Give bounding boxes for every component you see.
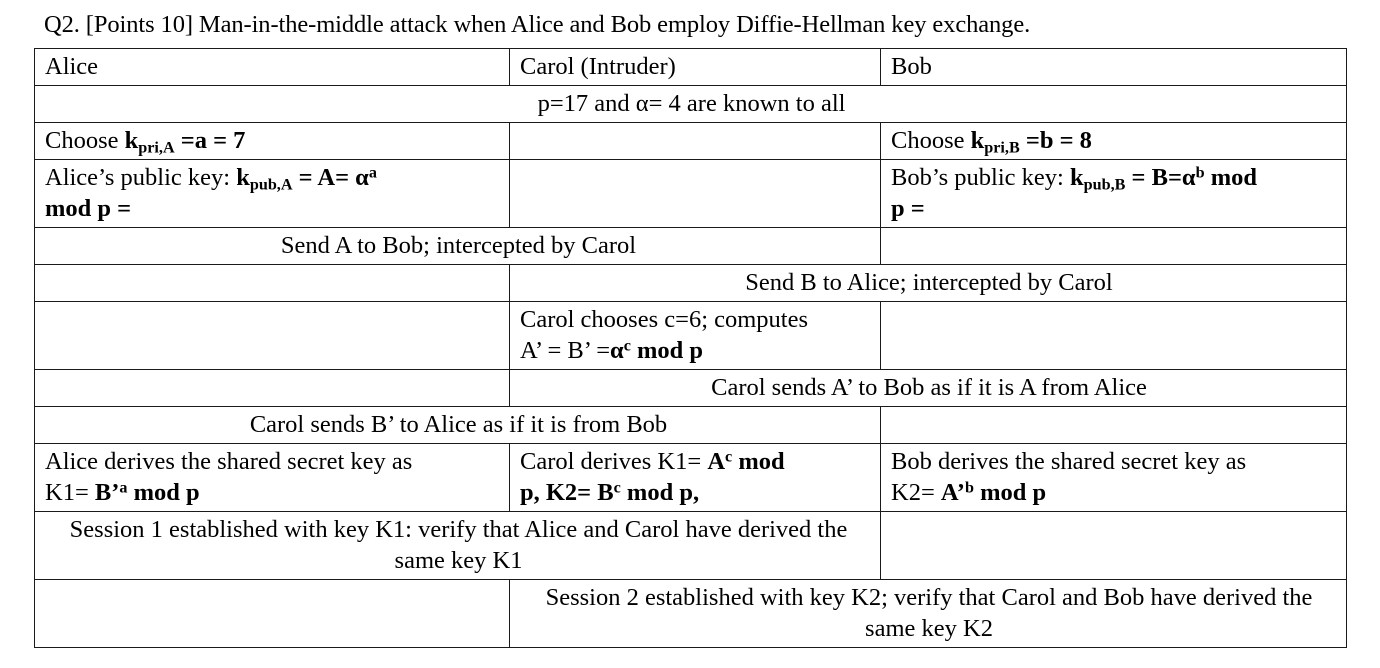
carol-computes-prefix: A’ = B’ = — [520, 337, 611, 364]
cell-session-1-bob-empty — [880, 511, 1347, 580]
cell-alice-public-key: Alice’s public key: kpub,A = A= αa mod p … — [34, 159, 510, 228]
alice-derives-line1: Alice derives the shared secret key as — [45, 448, 413, 475]
cell-send-b-to-alice: Send B to Alice; intercepted by Carol — [509, 264, 1347, 302]
bob-pubkey-line2: p = — [891, 195, 925, 222]
table-row-header: Alice Carol (Intruder) Bob — [34, 48, 1347, 86]
carol-computes-line1: Carol chooses c=6; computes — [520, 306, 809, 333]
table-row-session-2: Session 2 established with key K2; verif… — [34, 579, 1347, 648]
alice-pubkey-exponent: a — [368, 164, 377, 182]
bob-choose-prefix: Choose — [891, 127, 971, 154]
cell-carol-computes: Carol chooses c=6; computes A’ = B’ =αc m… — [509, 301, 881, 370]
table-row-send-a: Send A to Bob; intercepted by Carol — [34, 227, 1347, 265]
bob-k-symbol: k — [970, 127, 985, 154]
carol-computes-tail: mod p — [630, 337, 704, 364]
table-row-carol-chooses: Carol chooses c=6; computes A’ = B’ =αc m… — [34, 301, 1347, 370]
alice-derives-base: B’ — [94, 479, 120, 506]
cell-session-1: Session 1 established with key K1: verif… — [34, 511, 881, 580]
carol-derives-tail-2: mod p, — [620, 479, 700, 506]
table-row-public-params: p=17 and α= 4 are known to all — [34, 85, 1347, 123]
cell-session-2-alice-empty — [34, 579, 510, 648]
bob-derives-line1: Bob derives the shared secret key as — [891, 448, 1247, 475]
bob-pubkey-k: k — [1069, 164, 1084, 191]
bob-derives-prefix: K2= — [891, 479, 941, 506]
cell-carol-public-key-empty — [509, 159, 881, 228]
alice-derives-exponent: a — [119, 479, 128, 497]
alice-derives-tail: mod p — [127, 479, 200, 506]
table-row-carol-sends-a: Carol sends A’ to Bob as if it is A from… — [34, 369, 1347, 407]
alice-pubkey-subscript: pub,A — [249, 176, 293, 194]
alice-choose-prefix: Choose — [45, 127, 125, 154]
cell-send-a-bob-empty — [880, 227, 1347, 265]
bob-pubkey-exponent: b — [1195, 164, 1205, 182]
cell-bob-public-key: Bob’s public key: kpub,B = B=αb mod p = — [880, 159, 1347, 228]
bob-derives-exponent: b — [964, 479, 974, 497]
carol-computes-alpha: α — [610, 337, 624, 364]
cell-carol-chooses-alice-empty — [34, 301, 510, 370]
bob-derives-base: A’ — [940, 479, 965, 506]
alice-pubkey-alpha: α — [355, 164, 369, 191]
cell-bob-private-key: Choose kpri,B =b = 8 — [880, 122, 1347, 160]
alice-k-subscript: pri,A — [138, 139, 175, 157]
cell-carol-private-key-empty — [509, 122, 881, 160]
bob-derives-tail: mod p — [973, 479, 1047, 506]
alice-pubkey-k: k — [236, 164, 250, 191]
carol-derives-tail-1: mod — [732, 448, 785, 475]
table-row-session-1: Session 1 established with key K1: verif… — [34, 511, 1347, 580]
cell-alice-derives: Alice derives the shared secret key as K1… — [34, 443, 510, 512]
carol-derives-prefix-2: p, K2= — [520, 479, 598, 506]
alice-derives-prefix: K1= — [45, 479, 95, 506]
bob-pubkey-subscript: pub,B — [1083, 176, 1126, 194]
carol-derives-prefix: Carol derives K1= — [520, 448, 708, 475]
cell-carol-chooses-bob-empty — [880, 301, 1347, 370]
cell-public-parameters: p=17 and α= 4 are known to all — [34, 85, 1347, 123]
cell-send-b-alice-empty — [34, 264, 510, 302]
alice-choose-tail: =a = 7 — [174, 127, 246, 154]
mitm-diffie-hellman-table: Alice Carol (Intruder) Bob p=17 and α= 4… — [34, 48, 1347, 648]
cell-send-a-to-bob: Send A to Bob; intercepted by Carol — [34, 227, 881, 265]
bob-pubkey-alpha: α — [1181, 164, 1196, 191]
question-heading: Q2. [Points 10] Man-in-the-middle attack… — [44, 11, 1031, 38]
carol-derives-exponent-2: c — [613, 479, 621, 497]
cell-session-2: Session 2 established with key K2; verif… — [509, 579, 1347, 648]
alice-pubkey-line2: mod p = — [45, 195, 132, 222]
alice-k-symbol: k — [124, 127, 139, 154]
cell-alice-private-key: Choose kpri,A =a = 7 — [34, 122, 510, 160]
carol-derives-exponent-1: c — [725, 448, 733, 466]
alice-pubkey-mid: = A= — [292, 164, 356, 191]
cell-carol-derives: Carol derives K1= Ac mod p, K2= Bc mod p, — [509, 443, 881, 512]
column-header-alice: Alice — [34, 48, 510, 86]
alice-pubkey-prefix: Alice’s public key: — [45, 164, 237, 191]
carol-derives-base-1: A — [707, 448, 726, 475]
column-header-carol: Carol (Intruder) — [509, 48, 881, 86]
table-row-private-keys: Choose kpri,A =a = 7 Choose kpri,B =b = … — [34, 122, 1347, 160]
cell-carol-sends-a-prime: Carol sends A’ to Bob as if it is A from… — [509, 369, 1347, 407]
bob-pubkey-mid: = B= — [1125, 164, 1182, 191]
table-row-carol-sends-b: Carol sends B’ to Alice as if it is from… — [34, 406, 1347, 444]
carol-computes-exponent: c — [623, 337, 631, 355]
column-header-bob: Bob — [880, 48, 1347, 86]
table-row-derive-keys: Alice derives the shared secret key as K1… — [34, 443, 1347, 512]
cell-carol-sends-b-prime: Carol sends B’ to Alice as if it is from… — [34, 406, 881, 444]
carol-derives-base-2: B — [597, 479, 614, 506]
bob-k-subscript: pri,B — [984, 139, 1020, 157]
cell-carol-sends-a-alice-empty — [34, 369, 510, 407]
bob-choose-tail: =b = 8 — [1019, 127, 1092, 154]
bob-pubkey-prefix: Bob’s public key: — [891, 164, 1070, 191]
cell-carol-sends-b-bob-empty — [880, 406, 1347, 444]
bob-pubkey-tail: mod — [1204, 164, 1258, 191]
table-row-send-b: Send B to Alice; intercepted by Carol — [34, 264, 1347, 302]
